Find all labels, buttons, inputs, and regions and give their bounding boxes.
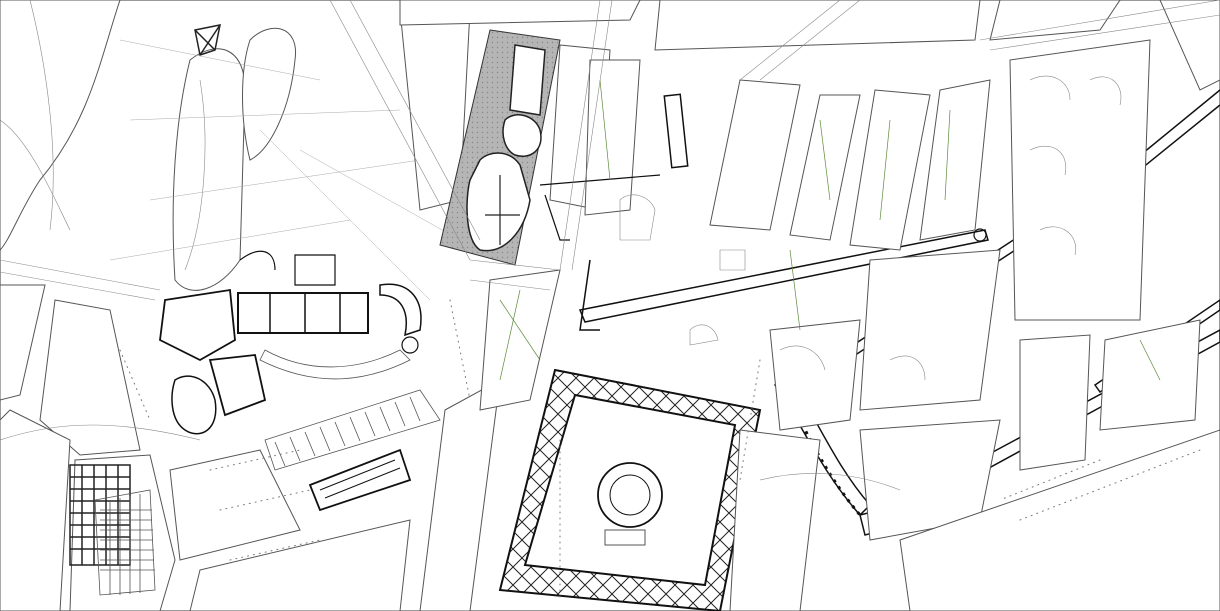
city-blocks-left: [0, 284, 301, 611]
museum-complex-left: [109, 24, 461, 301]
hatched-ramp: [259, 349, 441, 471]
city-blocks-right: [709, 0, 1220, 611]
curved-wall-dashes: [793, 409, 862, 516]
square-truss-building: [498, 368, 762, 611]
grid-pavilion: [69, 464, 156, 596]
small-pavilion: [308, 448, 412, 512]
central-museum-buildings: [159, 250, 422, 435]
river-edge-line: [0, 0, 71, 231]
tree-rows: [119, 299, 1201, 601]
river-bank-curve: [0, 0, 121, 251]
city-blocks-middle: [189, 0, 981, 611]
street-lines: [0, 0, 1220, 491]
church-building: [439, 29, 561, 266]
folded-roof-icon: [194, 24, 221, 56]
round-building-icon: [597, 462, 663, 528]
block-interior-details: [599, 75, 1161, 381]
